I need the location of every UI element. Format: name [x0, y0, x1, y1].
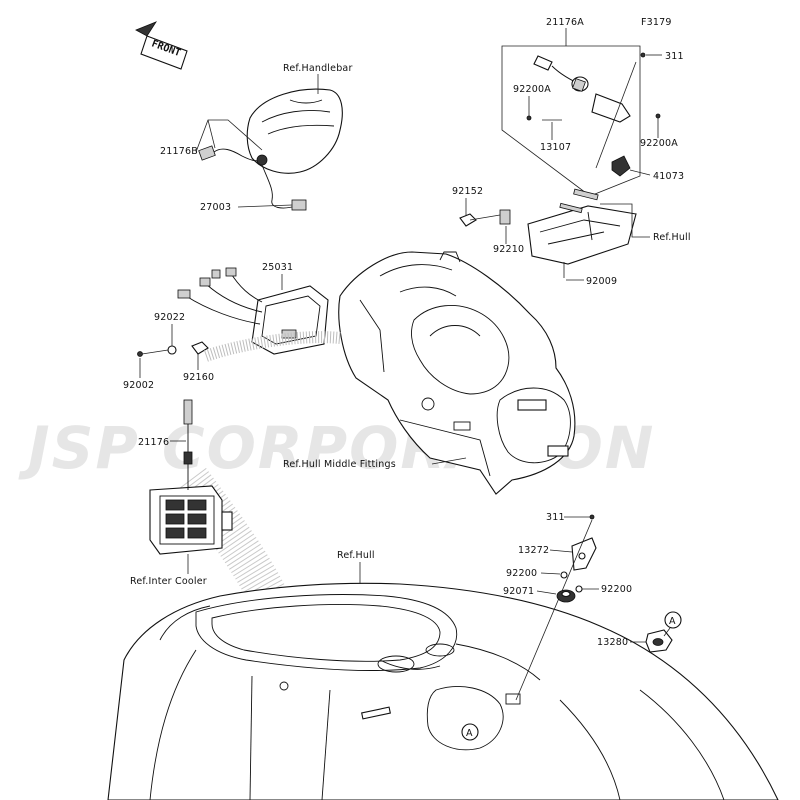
figure-code: F3179 [641, 17, 672, 28]
callout-a-bottom: A [461, 723, 479, 741]
label-ref-handlebar: Ref.Handlebar [283, 63, 353, 74]
label-92200-right: 92200 [601, 584, 632, 595]
label-21176A: 21176A [546, 17, 584, 28]
plate-13280 [645, 629, 673, 653]
label-21176B: 21176B [160, 146, 198, 157]
label-311-top: 311 [665, 51, 684, 62]
grommet-92071 [556, 589, 576, 603]
sensor-21176A [533, 55, 631, 123]
label-ref-hull-middle: Ref.Hull Middle Fittings [283, 459, 396, 470]
inter-cooler [149, 464, 233, 555]
harness-21176B [198, 145, 268, 166]
hull-bracket [527, 188, 637, 265]
meter-harness [177, 267, 263, 325]
bracket-13272 [571, 537, 597, 571]
label-92071: 92071 [503, 586, 534, 597]
handlebar-cover [246, 88, 343, 174]
label-21176: 21176 [138, 437, 169, 448]
main-hull [107, 582, 779, 800]
label-92009: 92009 [586, 276, 617, 287]
label-27003: 27003 [200, 202, 231, 213]
label-311-bottom: 311 [546, 512, 565, 523]
sensor-21176 [183, 399, 193, 465]
callout-a-top-text: A [669, 616, 676, 627]
front-arrow-icon: FRONT [135, 21, 188, 70]
callout-a-top: A [663, 611, 682, 637]
label-92200A-right: 92200A [640, 138, 678, 149]
label-25031: 25031 [262, 262, 293, 273]
stippled-hose [173, 331, 341, 610]
label-92160: 92160 [183, 372, 214, 383]
label-92210: 92210 [493, 244, 524, 255]
label-13280: 13280 [597, 637, 628, 648]
label-ref-hull-top: Ref.Hull [653, 232, 691, 243]
label-92152: 92152 [452, 186, 483, 197]
callout-a-bottom-text: A [466, 728, 473, 739]
label-13107: 13107 [540, 142, 571, 153]
meter-25031 [251, 285, 329, 355]
label-ref-hull: Ref.Hull [337, 550, 375, 561]
clip-41073 [611, 155, 631, 177]
label-13272: 13272 [518, 545, 549, 556]
label-92200-left: 92200 [506, 568, 537, 579]
label-92200A-left: 92200A [513, 84, 551, 95]
label-ref-inter-cooler: Ref.Inter Cooler [130, 576, 207, 587]
label-92002: 92002 [123, 380, 154, 391]
label-41073: 41073 [653, 171, 684, 182]
hull-middle-fittings [338, 251, 576, 495]
label-92022: 92022 [154, 312, 185, 323]
